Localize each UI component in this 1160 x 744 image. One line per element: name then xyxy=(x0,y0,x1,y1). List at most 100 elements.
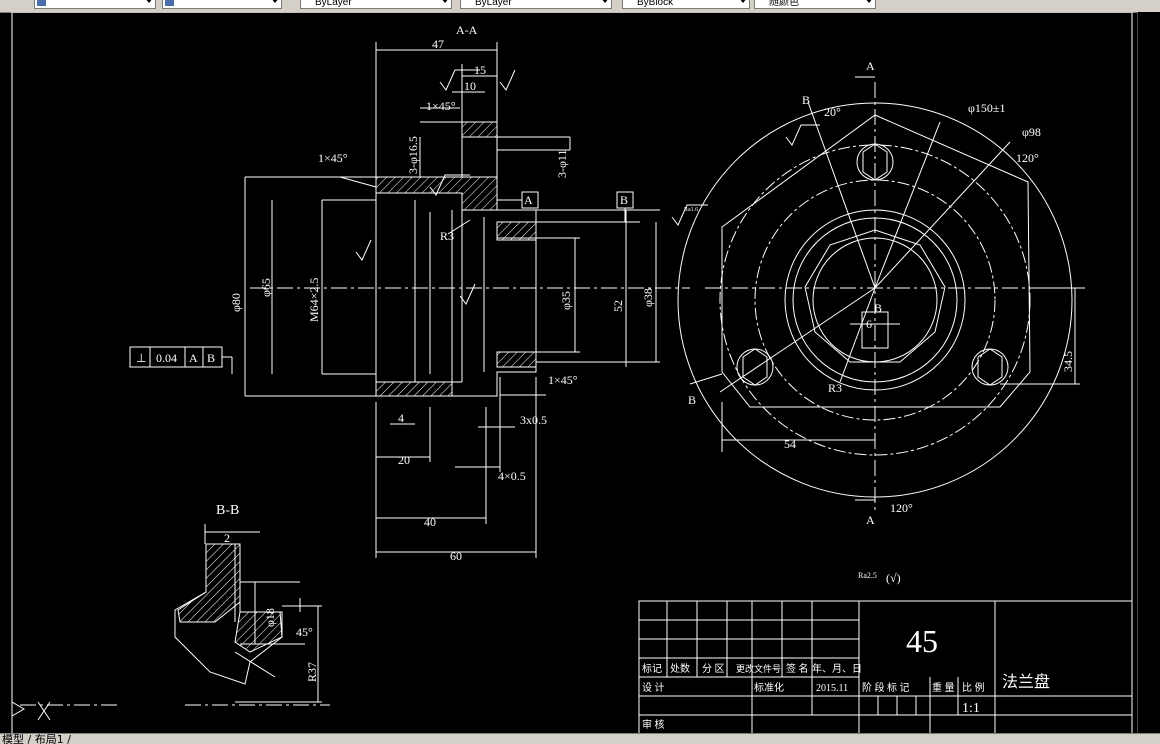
drawing-canvas[interactable]: A-A 47 15 10 1×45° 1×45° 1×45° 3x0.5 4×0… xyxy=(0,12,1138,734)
dim-phi38: φ38 xyxy=(641,288,655,307)
tb-weight: 重 量 xyxy=(932,681,955,694)
angle-label: 20° xyxy=(824,105,841,119)
tb-scale: 1:1 xyxy=(962,701,980,716)
section-aa-label: A-A xyxy=(456,23,478,37)
dim-phi150: φ150±1 xyxy=(968,101,1006,115)
bolt-hole xyxy=(736,348,774,386)
dim-phi65: φ65 xyxy=(259,278,273,297)
section-bb-view xyxy=(20,524,330,706)
part-name: 法兰盘 xyxy=(1002,672,1050,691)
chevron-down-icon xyxy=(865,0,873,3)
layer-dropdown[interactable] xyxy=(34,0,156,9)
dim-3x05: 3x0.5 xyxy=(520,413,547,427)
dim-40: 40 xyxy=(424,515,436,529)
chevron-down-icon xyxy=(739,0,747,3)
gdt-datum-a: A xyxy=(189,351,198,365)
tb-stage: 阶 段 标 记 xyxy=(862,681,910,694)
section-marker-b: B xyxy=(688,393,696,407)
dim-phi35: φ35 xyxy=(559,291,573,310)
datum-b-label: B xyxy=(620,193,628,207)
tb-date-header: 年、月、日 xyxy=(812,662,862,675)
dim-47: 47 xyxy=(432,37,444,51)
dim-phi80: φ80 xyxy=(229,293,243,312)
dim-4: 4 xyxy=(398,411,404,425)
hatch-lower-flange xyxy=(375,381,453,397)
angle-label: 120° xyxy=(890,501,913,515)
angle-label: 45° xyxy=(296,625,313,639)
material-label: 45 xyxy=(906,623,938,659)
section-aa-view xyxy=(129,42,820,558)
roughness-note: Ra2.5 xyxy=(858,571,877,580)
datum-a-label: A xyxy=(524,193,533,207)
hole-label: 3-φ16.5 xyxy=(406,136,420,174)
chevron-down-icon xyxy=(601,0,609,3)
dim-phi18: φ18 xyxy=(263,608,277,627)
plotstyle-value: 随颜色 xyxy=(769,0,799,8)
roughness-symbol xyxy=(429,174,470,196)
linetype-dropdown[interactable]: ByLayer xyxy=(460,0,612,9)
vertical-scrollbar[interactable] xyxy=(1137,12,1160,734)
properties-toolbar: ByLayer ByLayer ByBlock 随颜色 xyxy=(0,0,1160,13)
tb-standard: 标准化 xyxy=(754,681,784,694)
drawing-frame xyxy=(11,12,1133,734)
tab-model-layout[interactable]: 模型 / 布局1 / xyxy=(2,733,71,744)
dim-m64: M64×2.5 xyxy=(307,278,321,322)
tb-review: 审 核 xyxy=(642,718,665,731)
color-dropdown[interactable]: ByLayer xyxy=(300,0,452,9)
center-marker-b: B xyxy=(874,301,882,315)
style-dropdown[interactable] xyxy=(162,0,282,9)
tb-design: 设 计 xyxy=(642,681,665,694)
layout-tabs-bar: 模型 / 布局1 / xyxy=(0,733,1160,744)
dim-6: 6 xyxy=(866,317,872,331)
tb-count: 处数 xyxy=(670,662,690,675)
dim-4x05: 4×0.5 xyxy=(498,469,526,483)
roughness-symbol xyxy=(785,124,820,146)
lineweight-dropdown[interactable]: ByBlock xyxy=(622,0,750,9)
angle-label: 120° xyxy=(1016,151,1039,165)
tb-mark: 标记 xyxy=(642,663,662,675)
roughness-symbol xyxy=(439,69,480,91)
linetype-value: ByLayer xyxy=(475,0,512,8)
hatch-neck-lower xyxy=(496,351,537,368)
dim-20: 20 xyxy=(398,453,410,467)
dim-10: 10 xyxy=(464,79,476,93)
hatch-top-step xyxy=(461,121,498,138)
plotstyle-dropdown[interactable]: 随颜色 xyxy=(754,0,876,9)
roughness-value: Ra1.6 xyxy=(684,207,698,213)
gdt-value: 0.04 xyxy=(156,351,177,365)
front-view xyxy=(677,76,1085,512)
section-bb-label: B-B xyxy=(216,503,239,518)
dim-60: 60 xyxy=(450,549,462,563)
tb-sign: 签 名 xyxy=(786,662,809,675)
dim-34-5: 34.5 xyxy=(1061,351,1075,372)
tb-ratio: 比 例 xyxy=(962,681,985,694)
dim-r37: R37 xyxy=(305,662,319,682)
roughness-symbol xyxy=(499,69,516,91)
chevron-down-icon xyxy=(145,0,153,3)
section-marker-a: A xyxy=(866,513,875,527)
lineweight-value: ByBlock xyxy=(637,0,674,8)
roughness-tick: (√) xyxy=(886,571,901,585)
bolt-hole xyxy=(971,348,1009,386)
dim-15: 15 xyxy=(474,63,486,77)
dim-54: 54 xyxy=(784,437,796,451)
chamfer-label: 1×45° xyxy=(426,99,456,113)
dim-52: 52 xyxy=(611,300,625,312)
chevron-down-icon xyxy=(441,0,449,3)
roughness-symbol xyxy=(671,204,708,226)
chevron-down-icon xyxy=(271,0,279,3)
chamfer-label: 1×45° xyxy=(548,373,578,387)
key-slot xyxy=(861,311,889,349)
title-block xyxy=(638,600,1133,734)
hole-label: 3-φ11 xyxy=(555,150,569,178)
radius-label: R3 xyxy=(828,381,842,395)
section-marker-b: B xyxy=(802,93,810,107)
layer-icon xyxy=(37,0,46,6)
section-marker-a: A xyxy=(866,59,875,73)
gdt-datum-b: B xyxy=(207,351,215,365)
roughness-symbol xyxy=(459,283,476,305)
style-icon xyxy=(165,0,174,6)
tb-doc: 更改文件号 xyxy=(736,663,781,674)
dim-2: 2 xyxy=(224,531,230,545)
flange-outline xyxy=(721,114,1031,408)
